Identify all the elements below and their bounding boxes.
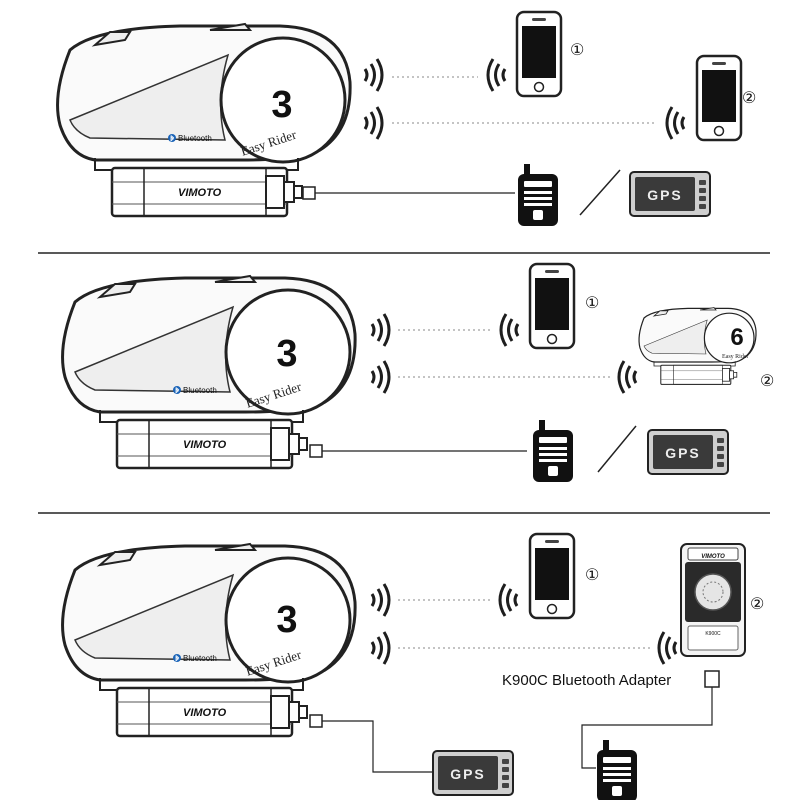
adapter-cable bbox=[581, 687, 713, 769]
marker-2: ② bbox=[760, 373, 774, 390]
bluetooth-icon bbox=[167, 133, 177, 143]
headset-number: 3 bbox=[276, 333, 297, 375]
marker-1: ① bbox=[585, 295, 599, 312]
bluetooth-label: Bluetooth bbox=[183, 654, 217, 663]
section-3: 3 Bluetooth Easy Rider VIMOTO ① VIMOTO K… bbox=[61, 532, 764, 800]
headset-main: 3 Bluetooth Easy Rider VIMOTO bbox=[61, 542, 357, 738]
signal-in-2 bbox=[617, 359, 638, 395]
bluetooth-adapter-icon: VIMOTO K900C bbox=[680, 543, 746, 657]
section-1: 3 Bluetooth Easy Rider VIMOTO ① ② GPS bbox=[56, 10, 756, 226]
gps-label: GPS bbox=[647, 187, 683, 203]
gps-label: GPS bbox=[450, 766, 486, 782]
signal-out-1 bbox=[370, 312, 391, 348]
or-divider bbox=[597, 425, 637, 473]
cable-1 bbox=[322, 720, 432, 773]
headset-main: 3 Bluetooth Easy Rider VIMOTO bbox=[56, 22, 352, 218]
marker-2: ② bbox=[750, 596, 764, 613]
body-logo: VIMOTO bbox=[183, 707, 227, 719]
adapter-model: K900C bbox=[705, 631, 721, 637]
bluetooth-icon bbox=[172, 385, 182, 395]
signal-out-2 bbox=[370, 630, 391, 666]
gps-icon: GPS bbox=[432, 750, 514, 796]
small-headset-model: Easy Rider bbox=[722, 354, 749, 360]
body-logo: VIMOTO bbox=[183, 439, 227, 451]
headset-number: 3 bbox=[271, 84, 292, 126]
marker-1: ① bbox=[570, 42, 584, 59]
phone-2-icon bbox=[695, 54, 743, 142]
phone-1-icon bbox=[528, 262, 576, 350]
body-logo: VIMOTO bbox=[178, 187, 222, 199]
headset-main: 3 Bluetooth Easy Rider VIMOTO bbox=[61, 274, 357, 470]
adapter-caption: K900C Bluetooth Adapter bbox=[502, 672, 671, 689]
marker-1: ① bbox=[585, 567, 599, 584]
or-divider bbox=[579, 169, 621, 216]
gps-icon: GPS bbox=[629, 171, 711, 217]
walkie-talkie-icon bbox=[518, 164, 558, 226]
signal-in-1 bbox=[498, 582, 519, 618]
bluetooth-label: Bluetooth bbox=[178, 134, 212, 143]
signal-in-1 bbox=[499, 312, 520, 348]
small-headset-number: 6 bbox=[730, 324, 743, 351]
signal-in-2 bbox=[665, 105, 686, 141]
bluetooth-icon bbox=[172, 653, 182, 663]
signal-out-1 bbox=[363, 57, 384, 93]
signal-out-2 bbox=[363, 105, 384, 141]
phone-1-icon bbox=[528, 532, 576, 620]
walkie-talkie-icon bbox=[533, 420, 573, 482]
walkie-talkie-icon bbox=[597, 740, 637, 800]
signal-out-1 bbox=[370, 582, 391, 618]
signal-in-2 bbox=[657, 630, 678, 666]
marker-2: ② bbox=[742, 90, 756, 107]
section-2: 3 Bluetooth Easy Rider VIMOTO ① 6 Easy R… bbox=[61, 262, 774, 482]
bluetooth-label: Bluetooth bbox=[183, 386, 217, 395]
signal-out-2 bbox=[370, 359, 391, 395]
headset-number: 3 bbox=[276, 599, 297, 641]
gps-icon: GPS bbox=[647, 429, 729, 475]
gps-label: GPS bbox=[665, 445, 701, 461]
signal-in-1 bbox=[486, 57, 507, 93]
adapter-logo: VIMOTO bbox=[701, 554, 725, 560]
phone-1-icon bbox=[515, 10, 563, 98]
